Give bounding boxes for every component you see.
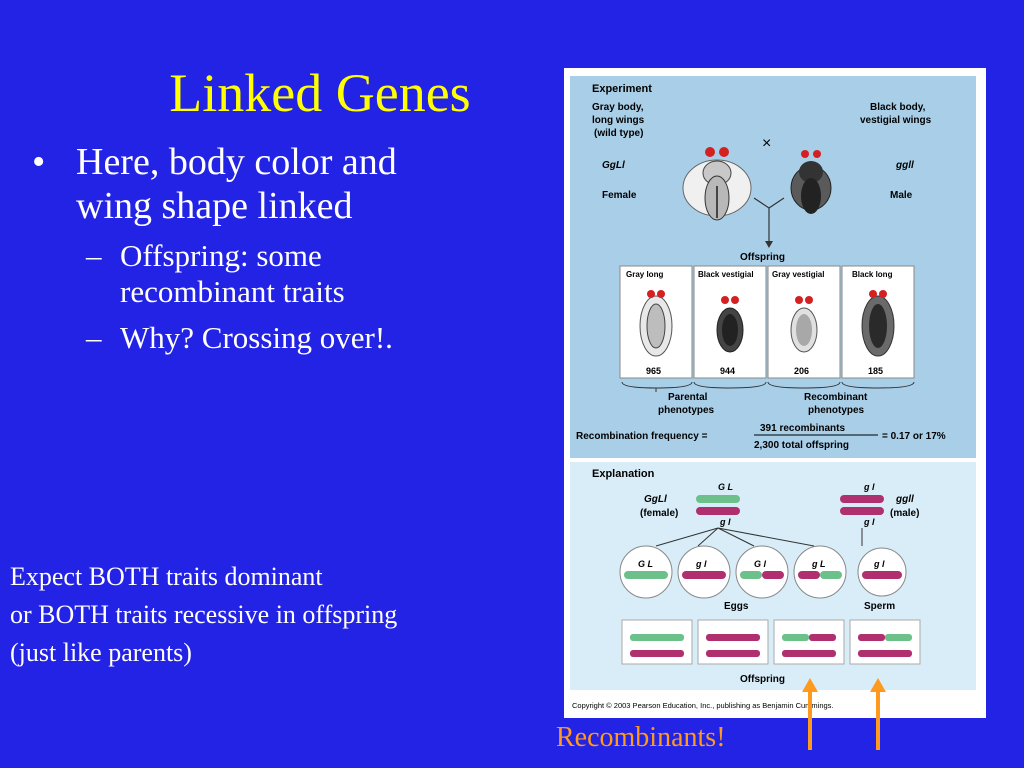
allele-label: g l xyxy=(719,517,731,527)
recombinants-label: Recombinants! xyxy=(556,722,726,753)
bullet-icon: • xyxy=(32,141,46,183)
allele-label: G L xyxy=(638,559,653,569)
bullet-list: • Here, body color and wing shape linked… xyxy=(30,140,550,356)
cross-symbol: × xyxy=(762,135,771,152)
expectation-note: Expect BOTH traits dominant or BOTH trai… xyxy=(10,558,397,672)
egg-cell: g l xyxy=(677,545,731,599)
sub-bullet-item: – Offspring: some recombinant traits xyxy=(30,238,550,310)
chromosome-recessive xyxy=(840,507,884,515)
chromosome-recessive xyxy=(840,495,884,503)
offspring-bottom-label: Offspring xyxy=(740,674,785,685)
offspring-count: 965 xyxy=(646,366,661,376)
offspring-class: Gray vestigial 206 xyxy=(767,265,841,379)
egg-cell: g L xyxy=(793,545,847,599)
offspring-label: Offspring xyxy=(740,252,785,263)
note-line: Expect BOTH traits dominant xyxy=(10,562,323,591)
recombinant-brace xyxy=(767,381,915,389)
recombinant-arrow xyxy=(808,690,812,750)
female-chromosome-genotype: GgLl xyxy=(644,494,667,505)
female-genotype: GgLl xyxy=(602,160,625,171)
sub-bullet-text: Why? Crossing over!. xyxy=(120,320,393,355)
offspring-class: Gray long 965 xyxy=(619,265,693,379)
sperm-label: Sperm xyxy=(864,601,895,612)
offspring-count: 206 xyxy=(794,366,809,376)
offspring-class-label: Gray vestigial xyxy=(772,270,824,279)
parental-label: phenotypes xyxy=(658,405,715,416)
offspring-class: Black long 185 xyxy=(841,265,915,379)
allele-label: G l xyxy=(754,559,767,569)
offspring-genotype xyxy=(773,619,845,665)
allele-label: g l xyxy=(873,559,885,569)
egg-cell: G l xyxy=(735,545,789,599)
recombinant-arrow xyxy=(876,690,880,750)
bullet-text-line-1: Here, body color and xyxy=(76,141,397,183)
figure-svg: Experiment Gray body, long wings (wild t… xyxy=(570,76,976,710)
arrow-head-icon xyxy=(802,678,818,692)
female-label: Female xyxy=(602,190,637,201)
sub-bullet-text-line-2: recombinant traits xyxy=(120,274,345,309)
offspring-genotype xyxy=(849,619,921,665)
note-line: (just like parents) xyxy=(10,638,192,667)
allele-label: g l xyxy=(695,559,707,569)
dash-icon: – xyxy=(86,238,102,273)
slide-title: Linked Genes xyxy=(169,63,471,123)
experiment-label: Experiment xyxy=(592,83,652,95)
offspring-genotype xyxy=(697,619,769,665)
offspring-class-label: Black long xyxy=(852,270,893,279)
allele-label: g L xyxy=(811,559,826,569)
parental-label: Parental xyxy=(668,392,708,403)
eggs-label: Eggs xyxy=(724,601,749,612)
offspring-count: 185 xyxy=(868,366,883,376)
chromosome-dominant xyxy=(696,495,740,503)
offspring-class-label: Black vestigial xyxy=(698,270,754,279)
parental-brace xyxy=(621,381,767,392)
allele-label: g l xyxy=(863,482,875,492)
female-desc: long wings xyxy=(592,115,645,126)
allele-label: g l xyxy=(863,517,875,527)
female-fly-icon xyxy=(682,147,752,221)
arrow-head-icon xyxy=(765,241,773,248)
recombinant-label: Recombinant xyxy=(804,392,868,403)
recombination-denominator: 2,300 total offspring xyxy=(754,440,849,451)
sperm-cell: g l xyxy=(857,547,907,597)
male-genotype: ggll xyxy=(895,160,914,171)
copyright-text: Copyright © 2003 Pearson Education, Inc.… xyxy=(572,701,834,710)
dash-icon: – xyxy=(86,320,102,355)
recombination-result: = 0.17 or 17% xyxy=(882,431,946,442)
offspring-count: 944 xyxy=(720,366,735,376)
sub-bullet-text-line-1: Offspring: some xyxy=(120,238,322,273)
allele-label: G L xyxy=(718,482,733,492)
cross-arrow xyxy=(753,197,785,243)
note-line: or BOTH traits recessive in offspring xyxy=(10,600,398,629)
recombination-numerator: 391 recombinants xyxy=(760,423,845,434)
bullet-text-line-2: wing shape linked xyxy=(76,185,353,227)
offspring-class-label: Gray long xyxy=(626,270,663,279)
offspring-genotype xyxy=(621,619,693,665)
sub-bullet-item: – Why? Crossing over!. xyxy=(30,320,550,356)
explanation-label: Explanation xyxy=(592,468,655,480)
arrow-head-icon xyxy=(870,678,886,692)
offspring-class: Black vestigial 944 xyxy=(693,265,767,379)
recombination-frequency-label: Recombination frequency = xyxy=(576,431,708,442)
female-desc: Gray body, xyxy=(592,102,644,113)
male-label: Male xyxy=(890,190,913,201)
male-desc: vestigial wings xyxy=(860,115,932,126)
female-desc: (wild type) xyxy=(594,128,643,139)
male-desc: Black body, xyxy=(870,102,926,113)
egg-cell: G L xyxy=(619,545,673,599)
bullet-item: • Here, body color and wing shape linked xyxy=(30,140,550,228)
recombinant-label: phenotypes xyxy=(808,405,865,416)
linkage-figure: Experiment Gray body, long wings (wild t… xyxy=(564,68,986,718)
male-chromosome-genotype: ggll xyxy=(895,494,914,505)
gamete-arrows xyxy=(655,527,863,547)
chromosome-recessive xyxy=(696,507,740,515)
male-chromosome-sex: (male) xyxy=(890,508,919,519)
male-fly-icon xyxy=(790,150,832,214)
female-chromosome-sex: (female) xyxy=(640,508,678,519)
